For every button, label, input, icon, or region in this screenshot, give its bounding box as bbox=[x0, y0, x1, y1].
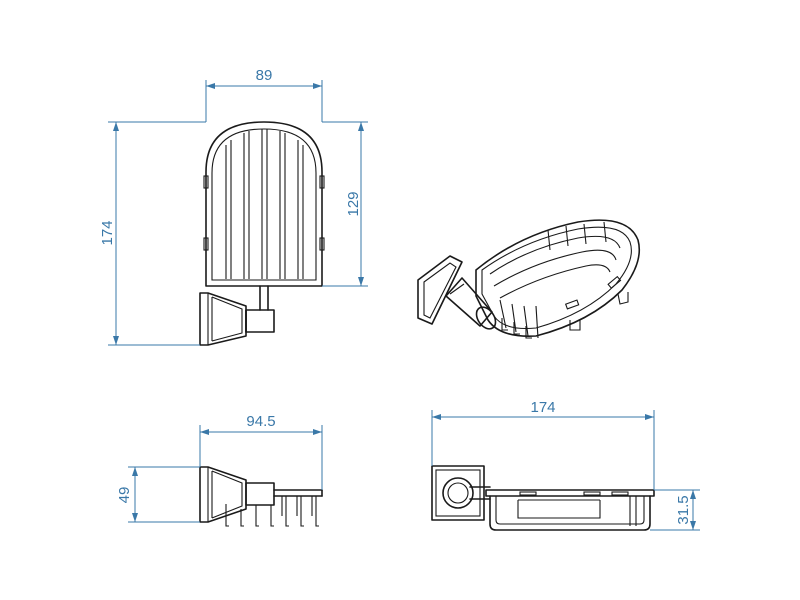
side-height-label: 49 bbox=[116, 487, 133, 504]
side-depth-label: 94.5 bbox=[246, 413, 275, 430]
side-basket bbox=[225, 489, 323, 527]
top-length-label: 174 bbox=[530, 399, 555, 416]
front-bracket bbox=[199, 285, 275, 346]
top-wall-plate bbox=[431, 465, 491, 521]
top-length-dimension: 174 bbox=[431, 399, 655, 490]
front-total-height-dimension: 174 bbox=[99, 121, 206, 346]
iso-wall-plate bbox=[417, 255, 463, 325]
front-basket-height-label: 129 bbox=[345, 191, 362, 216]
front-basket-inner bbox=[211, 128, 317, 281]
side-height-dimension: 49 bbox=[116, 466, 200, 523]
side-view bbox=[199, 466, 323, 527]
front-basket-height-dimension: 129 bbox=[322, 121, 368, 287]
front-total-height-label: 174 bbox=[99, 220, 116, 245]
front-basket-outline bbox=[205, 121, 323, 287]
side-bracket bbox=[199, 466, 275, 523]
front-view bbox=[199, 121, 325, 346]
iso-basket bbox=[475, 219, 641, 339]
top-basket bbox=[485, 489, 655, 531]
front-width-label: 89 bbox=[256, 67, 273, 84]
iso-view bbox=[417, 219, 641, 339]
top-height-label: 31.5 bbox=[675, 495, 692, 524]
top-view bbox=[431, 465, 655, 531]
side-depth-dimension: 94.5 bbox=[199, 413, 323, 490]
front-basket-wires bbox=[225, 129, 304, 279]
front-width-dimension: 89 bbox=[205, 67, 323, 122]
top-height-dimension: 31.5 bbox=[650, 489, 700, 531]
